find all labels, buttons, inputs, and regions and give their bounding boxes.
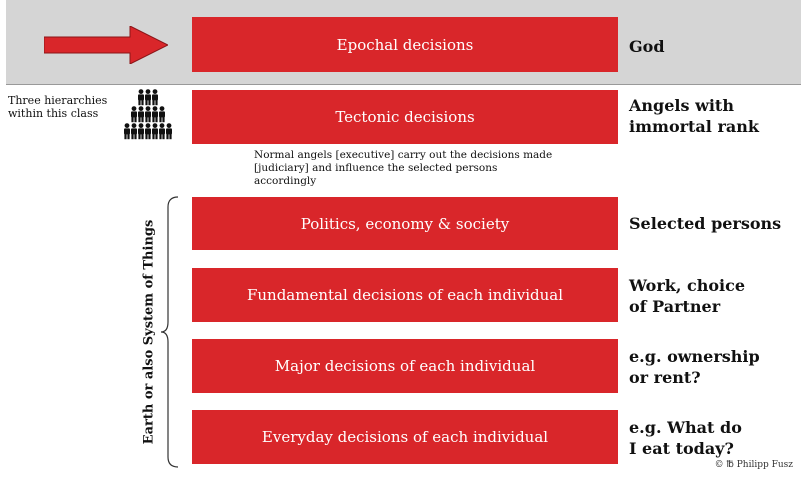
box-label: Epochal decisions: [336, 35, 474, 54]
hierarchies-note: Three hierarchies within this class: [8, 94, 108, 120]
executive-note: Normal angels [executive] carry out the …: [254, 149, 553, 187]
actor-work-partner: Work, choice of Partner: [629, 276, 746, 316]
fundamental-decisions-box: Fundamental decisions of each individual: [192, 268, 618, 322]
box-label: Politics, economy & society: [300, 214, 510, 233]
box-label: Major decisions of each individual: [274, 357, 536, 375]
politics-box: Politics, economy & society: [192, 197, 618, 250]
actor-god: God: [629, 37, 665, 56]
people-hierarchy-icon: [124, 89, 172, 140]
actor-angels: Angels with immortal rank: [629, 96, 759, 136]
everyday-decisions-box: Everyday decisions of each individual: [192, 410, 618, 464]
major-decisions-box: Major decisions of each individual: [192, 339, 618, 393]
copyright: © ℔ Philipp Fusz: [714, 460, 793, 470]
earth-system-label: Earth or also System of Things: [141, 219, 157, 445]
box-label: Fundamental decisions of each individual: [246, 286, 564, 304]
curly-bracket-icon: [160, 196, 179, 468]
actor-ownership: e.g. ownership or rent?: [629, 347, 760, 387]
epochal-decisions-box: Epochal decisions: [192, 17, 618, 72]
box-label: Tectonic decisions: [335, 108, 475, 126]
actor-selected-persons: Selected persons: [629, 214, 782, 233]
box-label: Everyday decisions of each individual: [261, 428, 549, 446]
tectonic-decisions-box: Tectonic decisions: [192, 90, 618, 144]
actor-eat-today: e.g. What do I eat today?: [629, 418, 742, 458]
right-arrow-icon: [44, 26, 168, 64]
